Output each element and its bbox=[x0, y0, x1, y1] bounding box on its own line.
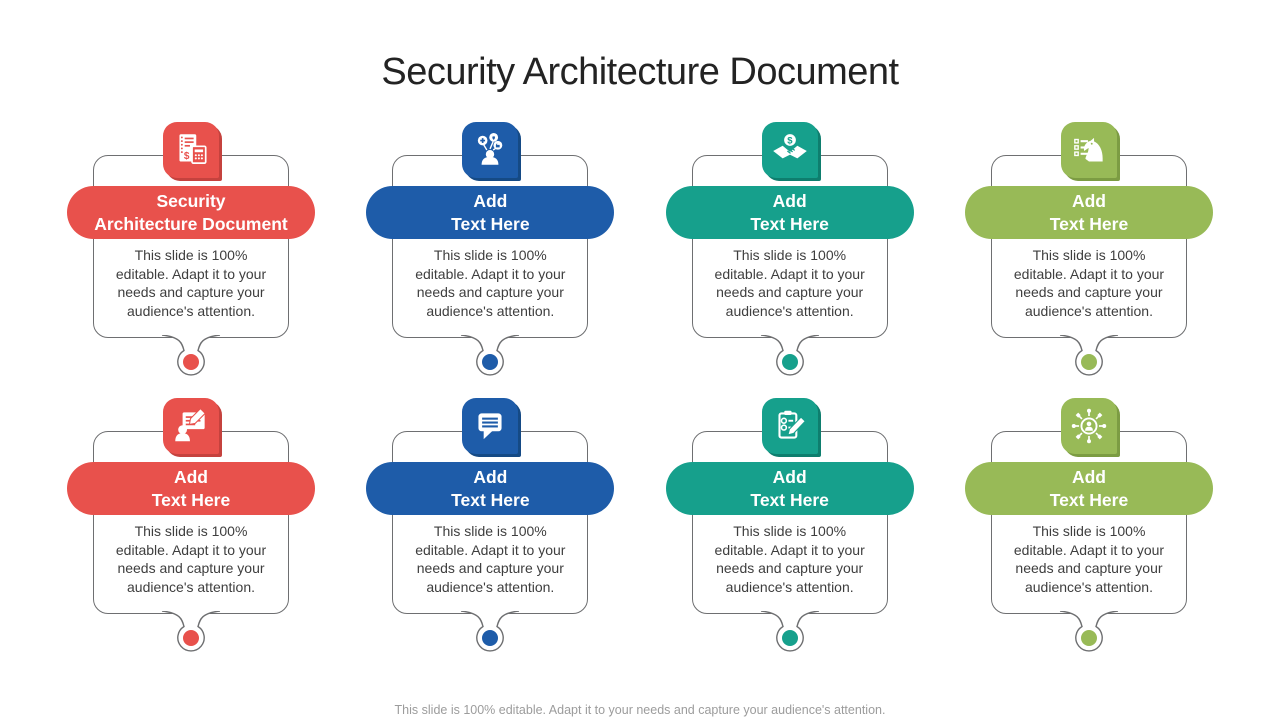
card-body-text: This slide is 100% editable. Adapt it to… bbox=[714, 523, 865, 595]
card: Add Text Here This slide is 100% editabl… bbox=[366, 122, 615, 376]
card-body-text: This slide is 100% editable. Adapt it to… bbox=[1013, 247, 1165, 319]
handshake-dollar-icon: $ bbox=[761, 122, 818, 178]
card-title-pill[interactable]: Security Architecture Document bbox=[67, 186, 315, 239]
card-frame: Security Architecture Document This slid… bbox=[67, 155, 315, 376]
card-drop-connector bbox=[1059, 611, 1119, 652]
card-title-line2: Text Here bbox=[750, 489, 829, 510]
card-title-pill[interactable]: Add Text Here bbox=[366, 462, 615, 515]
card-drop-connector bbox=[760, 611, 819, 652]
card-title-line2: Text Here bbox=[451, 213, 530, 234]
card: Add Text Here This slide is 100% editabl… bbox=[67, 398, 315, 652]
card-title-line1: Add bbox=[1071, 466, 1106, 487]
card-title-line2: Architecture Document bbox=[94, 213, 288, 234]
card-frame: Add Text Here This slide is 100% editabl… bbox=[665, 431, 914, 652]
presenter-document-icon bbox=[163, 398, 219, 454]
card: Add Text Here This slide is 100% editabl… bbox=[964, 398, 1213, 652]
card: Add Text Here This slide is 100% editabl… bbox=[964, 122, 1213, 376]
card-grid: $ Security Architecture Document This sl… bbox=[67, 122, 1213, 652]
card-drop-connector bbox=[461, 611, 520, 652]
card-title-line1: Add bbox=[772, 466, 807, 487]
card-title-line2: Text Here bbox=[1049, 213, 1129, 234]
card-title-line2: Text Here bbox=[750, 213, 829, 234]
card-title-pill[interactable]: Add Text Here bbox=[665, 186, 914, 239]
card-title-pill[interactable]: Add Text Here bbox=[964, 462, 1213, 515]
card-body-text: This slide is 100% editable. Adapt it to… bbox=[115, 247, 267, 319]
card-title-line1: Add bbox=[772, 190, 807, 211]
card-frame: Add Text Here This slide is 100% editabl… bbox=[964, 431, 1213, 652]
footer-note: This slide is 100% editable. Adapt it to… bbox=[394, 703, 886, 717]
card-body-text: This slide is 100% editable. Adapt it to… bbox=[415, 523, 566, 595]
card: $ Add Text Here This slide is 100% edita… bbox=[665, 122, 914, 376]
card: $ Security Architecture Document This sl… bbox=[67, 122, 315, 376]
card-frame: Add Text Here This slide is 100% editabl… bbox=[366, 155, 615, 376]
card-drop-connector bbox=[161, 335, 221, 376]
card-title-line1: Security bbox=[156, 190, 226, 211]
checklist-pencil-icon bbox=[761, 398, 818, 454]
svg-text:$: $ bbox=[184, 151, 190, 162]
social-profile-icon bbox=[462, 122, 519, 178]
card-frame: Add Text Here This slide is 100% editabl… bbox=[665, 155, 914, 376]
card: Add Text Here This slide is 100% editabl… bbox=[665, 398, 914, 652]
card-title-line2: Text Here bbox=[151, 489, 231, 510]
card-title-line1: Add bbox=[1071, 190, 1106, 211]
card-drop-connector bbox=[1059, 335, 1119, 376]
card-title-line1: Add bbox=[173, 466, 209, 487]
page-title: Security Architecture Document bbox=[381, 51, 899, 94]
card-drop-connector bbox=[461, 335, 520, 376]
card-frame: Add Text Here This slide is 100% editabl… bbox=[67, 431, 315, 652]
card-frame: Add Text Here This slide is 100% editabl… bbox=[964, 155, 1213, 376]
card-drop-connector bbox=[161, 611, 221, 652]
card-title-line1: Add bbox=[473, 466, 508, 487]
card-body-text: This slide is 100% editable. Adapt it to… bbox=[415, 247, 566, 319]
card-title-pill[interactable]: Add Text Here bbox=[665, 462, 914, 515]
card: Add Text Here This slide is 100% editabl… bbox=[366, 398, 615, 652]
card-title-line1: Add bbox=[473, 190, 508, 211]
card-title-pill[interactable]: Add Text Here bbox=[67, 462, 315, 515]
card-title-line2: Text Here bbox=[451, 489, 530, 510]
network-hub-icon bbox=[1060, 398, 1117, 454]
card-body-text: This slide is 100% editable. Adapt it to… bbox=[714, 247, 865, 319]
card-body-text: This slide is 100% editable. Adapt it to… bbox=[1013, 523, 1165, 595]
strategy-knight-icon bbox=[1060, 122, 1117, 178]
card-title-pill[interactable]: Add Text Here bbox=[964, 186, 1213, 239]
card-drop-connector bbox=[760, 335, 819, 376]
card-frame: Add Text Here This slide is 100% editabl… bbox=[366, 431, 615, 652]
svg-text:$: $ bbox=[787, 136, 793, 147]
card-body-text: This slide is 100% editable. Adapt it to… bbox=[115, 523, 267, 595]
invoice-calculator-icon: $ bbox=[163, 122, 219, 178]
card-title-line2: Text Here bbox=[1049, 489, 1129, 510]
chat-bubble-icon bbox=[462, 398, 519, 454]
card-title-pill[interactable]: Add Text Here bbox=[366, 186, 615, 239]
